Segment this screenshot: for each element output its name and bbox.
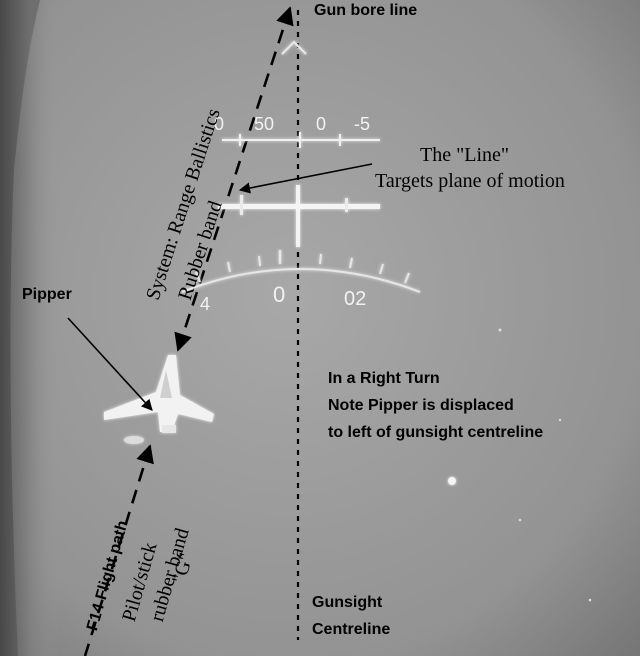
the-line-label: The "Line" xyxy=(420,144,510,166)
pipper-label: Pipper xyxy=(22,286,72,303)
distant-light xyxy=(448,477,456,485)
hud-scale-num: -5 xyxy=(354,114,371,134)
gun-bore-line-label: Gun bore line xyxy=(314,2,418,19)
flight-path-line xyxy=(83,444,154,656)
hud-scale-num: 0 xyxy=(316,114,327,134)
hud-top-scale xyxy=(222,132,380,148)
hud-scale-num: 0 xyxy=(273,282,286,307)
targets-plane-label: Targets plane of motion xyxy=(375,170,565,192)
pipper-arrow xyxy=(67,317,153,411)
hud-scale-num: 02 xyxy=(344,288,367,310)
hud-scale-num: 50 xyxy=(254,114,275,134)
line-arrow xyxy=(238,163,373,194)
hud-bottom-arc xyxy=(181,250,421,293)
gunsight-label-1: Gunsight xyxy=(312,594,383,611)
right-turn-line-2: Note Pipper is displaced xyxy=(328,397,514,414)
gun-bore-line xyxy=(174,6,294,352)
hud-scale-num: 0 xyxy=(214,114,225,134)
right-turn-line-3: to left of gunsight centreline xyxy=(328,424,544,441)
hud-target-line xyxy=(218,185,380,247)
hud-scale-num: 4 xyxy=(200,294,211,314)
hud-chevron xyxy=(281,40,307,55)
right-turn-line-1: In a Right Turn xyxy=(328,370,440,387)
f14-aircraft xyxy=(104,355,214,444)
gunsight-label-2: Centreline xyxy=(312,621,391,638)
